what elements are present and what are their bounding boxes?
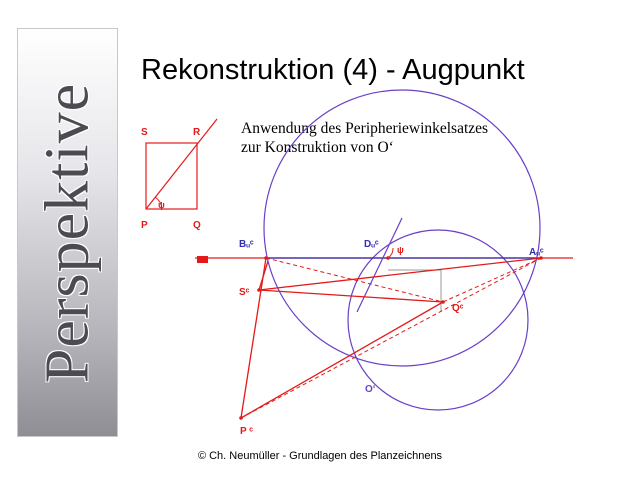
label-Oprime: O‘: [365, 384, 376, 395]
slide-title: Rekonstruktion (4) - Augpunkt: [141, 54, 525, 86]
note-line-2: zur Konstruktion von O‘: [241, 139, 394, 156]
label-Du: Dᵤᶜ: [364, 239, 379, 250]
label-Pc: P ᶜ: [240, 426, 253, 437]
psi-arc-small: [154, 196, 163, 210]
point-markers: [239, 256, 543, 420]
solid-lines: [240, 257, 542, 419]
horizon-marker: [197, 256, 208, 263]
small-circle: [347, 229, 529, 411]
large-circle: [263, 89, 541, 367]
label-Au: Aᵤᶜ: [529, 247, 544, 258]
square-outline: [145, 142, 198, 210]
dashed-lines: [240, 257, 542, 419]
label-Bu: Bᵤᶜ: [239, 239, 254, 250]
sidebar-banner: Perspektive: [17, 28, 118, 437]
label-R: R: [193, 127, 201, 138]
label-psi: ψ: [397, 245, 404, 255]
label-psi-small: ψ: [158, 200, 165, 210]
footer-credit: © Ch. Neumüller - Grundlagen des Planzei…: [197, 450, 443, 462]
label-S: S: [141, 127, 148, 138]
square-diagonal: [145, 118, 218, 210]
reference-square: S R P Q ψ: [141, 118, 218, 231]
label-P: P: [141, 220, 148, 231]
label-Q: Q: [193, 220, 201, 231]
label-Sc: Sᶜ: [239, 287, 250, 298]
label-Qc: Qᶜ: [452, 303, 464, 314]
